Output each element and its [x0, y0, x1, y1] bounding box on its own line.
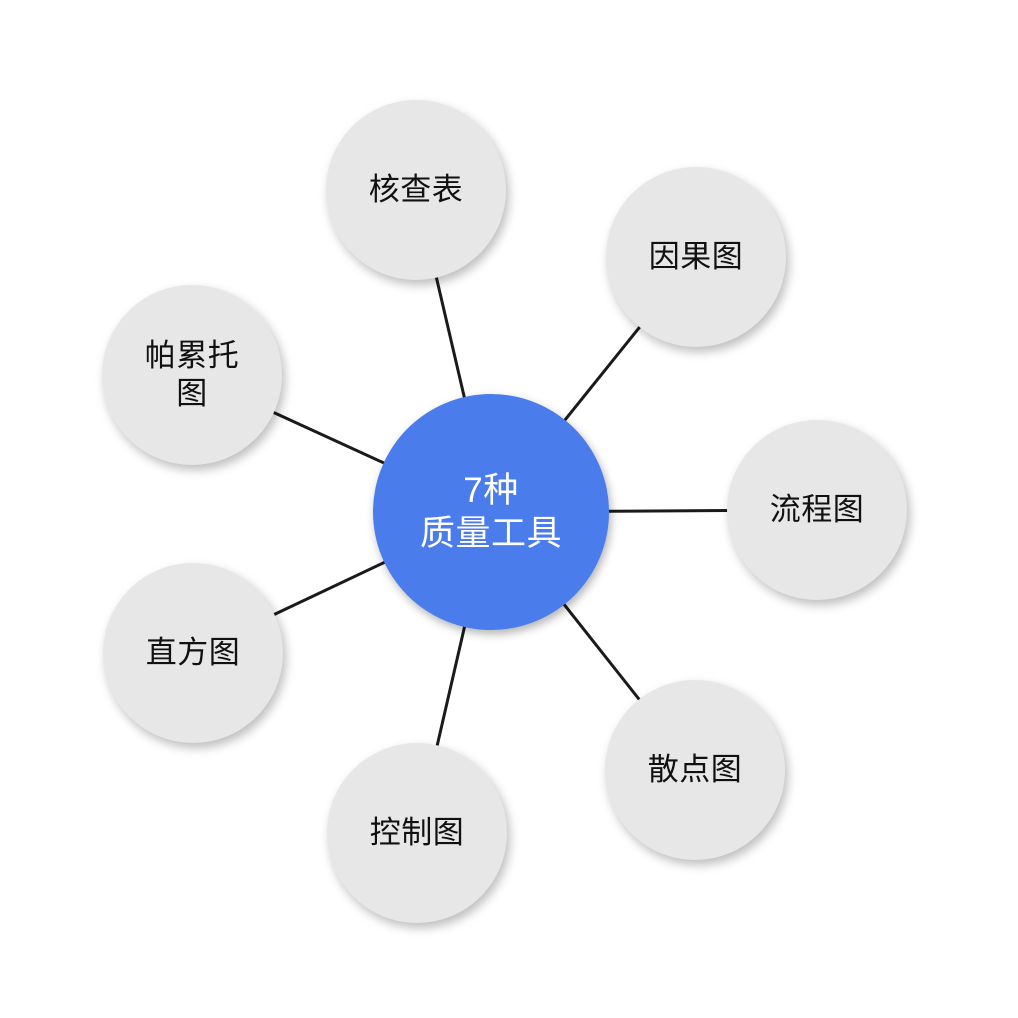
connector-check-sheet	[434, 276, 466, 399]
connector-pareto-chart	[272, 410, 386, 465]
node-control-chart[interactable]: 控制图	[327, 743, 507, 923]
node-control-chart-label: 控制图	[369, 814, 465, 850]
node-histogram[interactable]: 直方图	[103, 563, 283, 743]
node-cause-and-effect-diagram-label: 因果图	[648, 238, 744, 274]
center-node-label: 7种 质量工具	[419, 470, 562, 553]
node-histogram-label: 直方图	[145, 634, 241, 670]
center-node[interactable]: 7种 质量工具	[373, 394, 609, 630]
connector-flowchart	[607, 509, 729, 513]
connector-scatter-diagram	[562, 602, 641, 702]
node-check-sheet-label: 核查表	[368, 171, 464, 207]
connector-cause-and-effect-diagram	[563, 325, 642, 422]
connector-control-chart	[435, 625, 467, 747]
node-scatter-diagram[interactable]: 散点图	[605, 680, 785, 860]
node-check-sheet[interactable]: 核查表	[326, 100, 506, 280]
node-pareto-chart-label: 帕累托 图	[144, 337, 240, 411]
node-flowchart[interactable]: 流程图	[727, 420, 907, 600]
node-cause-and-effect-diagram[interactable]: 因果图	[606, 167, 786, 347]
node-flowchart-label: 流程图	[769, 491, 865, 527]
node-pareto-chart[interactable]: 帕累托 图	[102, 285, 282, 465]
connector-histogram	[272, 560, 386, 617]
node-scatter-diagram-label: 散点图	[647, 751, 743, 787]
